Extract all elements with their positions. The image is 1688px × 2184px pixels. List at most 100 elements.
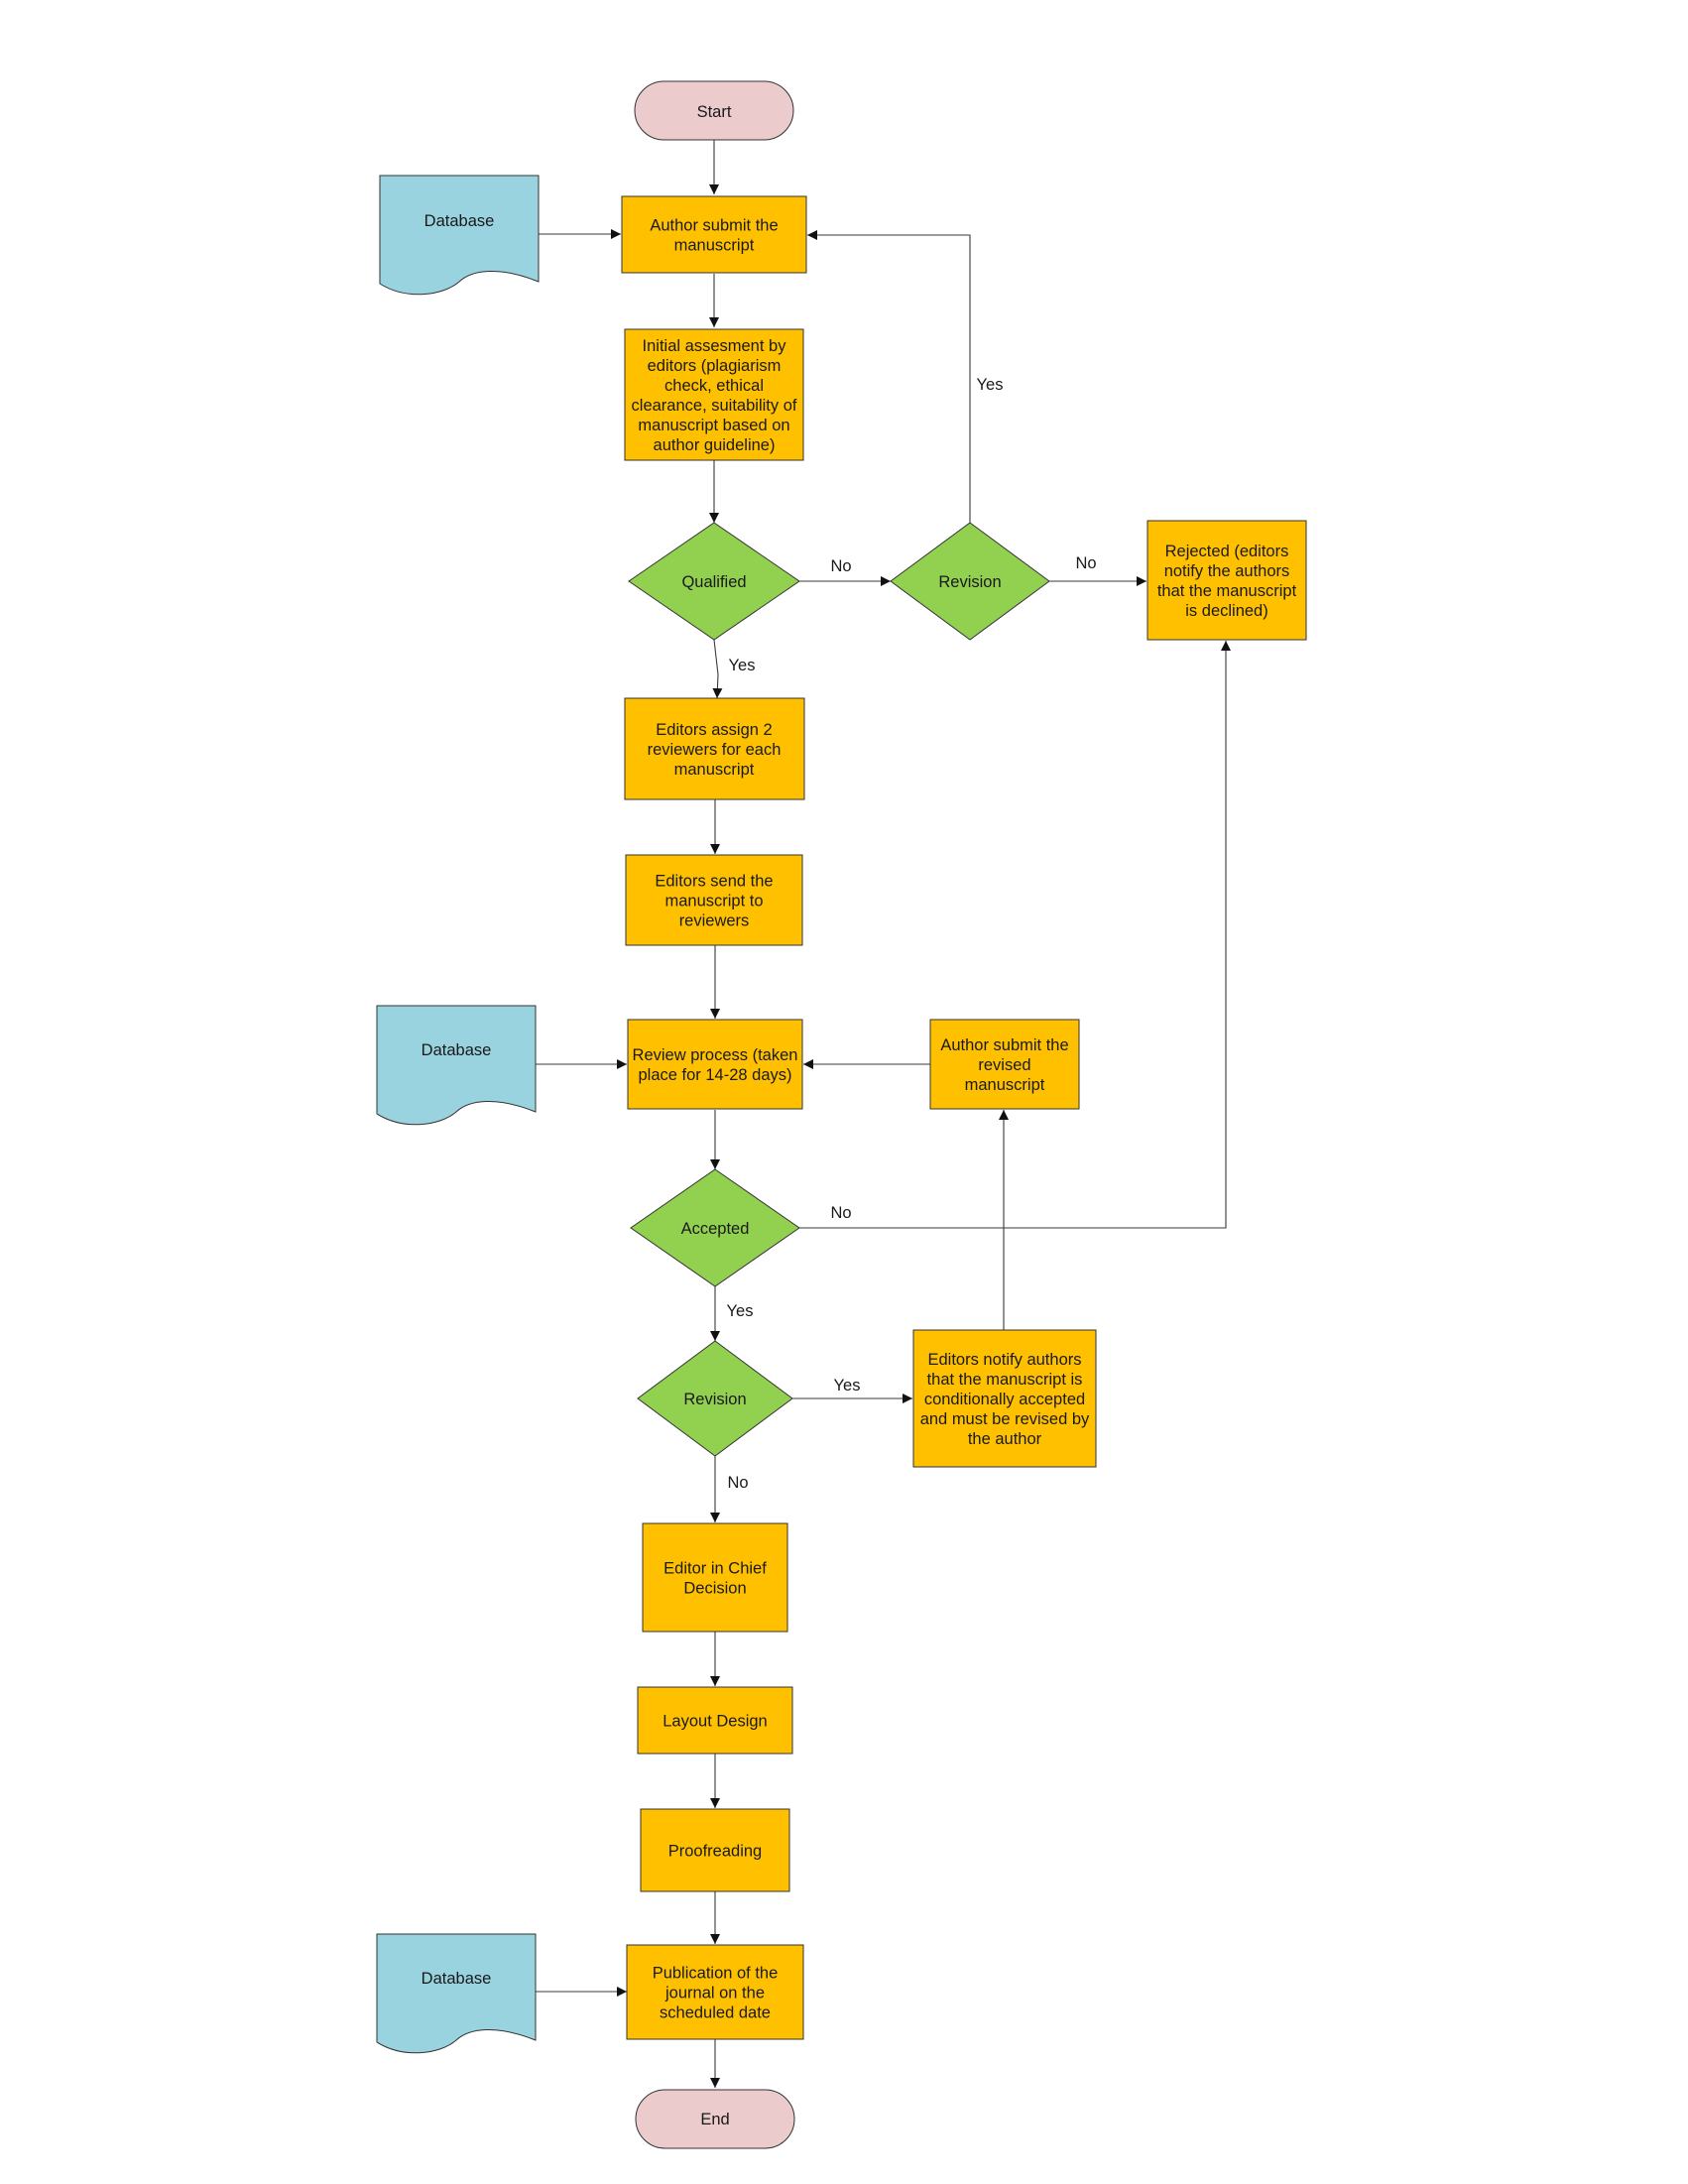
process-shape [640, 1808, 790, 1892]
node-revision-top: Revision [890, 522, 1050, 641]
node-assign-label: Editors assign 2 reviewers for each manusc… [648, 721, 782, 779]
label-line: that the manuscript is [927, 1371, 1083, 1389]
node-start-label: Start [697, 103, 732, 121]
label-line: that the manuscript [1157, 582, 1297, 600]
decision-shape [628, 522, 800, 641]
node-qualified-label: Qualified [681, 573, 746, 591]
node-proof: Proofreading [640, 1808, 790, 1892]
node-qualified: Qualified [628, 522, 800, 641]
label-line: manuscript based on [638, 417, 789, 434]
edge-qualified-to-assign [712, 639, 723, 699]
node-send: Editors send the manuscript to reviewers [625, 854, 803, 946]
label-line: manuscript [674, 761, 755, 779]
label-line: notify the authors [1164, 562, 1290, 580]
label-line: author guideline) [654, 436, 776, 454]
node-db1-label: Database [424, 212, 495, 230]
node-layout: Layout Design [637, 1686, 793, 1755]
edge-label-qualified-no: No [830, 557, 851, 575]
process-shape [929, 1019, 1080, 1110]
label-line: check, ethical [664, 377, 764, 395]
node-start: Start [634, 80, 794, 141]
node-db2: Database [376, 1005, 537, 1126]
database-shape [379, 175, 540, 296]
label-line: is declined) [1185, 602, 1267, 620]
label-line: Editors assign 2 [656, 721, 772, 739]
decision-shape [637, 1340, 793, 1457]
edge-label-revision-bottom-yes: Yes [834, 1377, 861, 1395]
node-send-label: Editors send the manuscript to reviewers [655, 873, 773, 930]
process-shape [621, 195, 807, 274]
label-line: reviewers for each [648, 741, 782, 759]
label-line: reviewers [679, 912, 750, 930]
label-line: Initial assesment by [643, 337, 787, 355]
label-line: Review process (taken [633, 1046, 798, 1064]
terminal-shape [634, 80, 794, 141]
process-shape [1146, 520, 1307, 641]
edge-revision-top-to-submit [807, 230, 971, 523]
node-db3-label: Database [422, 1970, 492, 1988]
node-publication: Publication of the journal on the schedule… [626, 1944, 804, 2040]
database-shape [376, 1933, 537, 2054]
label-line: revised [978, 1056, 1030, 1074]
node-resubmit-label: Author submit the revised manuscript [940, 1036, 1068, 1094]
label-line: scheduled date [660, 2004, 771, 2022]
process-shape [912, 1329, 1097, 1468]
edge-label-accepted-no: No [830, 1204, 851, 1222]
node-accepted: Accepted [630, 1168, 800, 1287]
label-line: editors (plagiarism [648, 357, 782, 375]
nodes: Start Database Database Database Author … [376, 80, 1307, 2149]
node-db2-label: Database [422, 1041, 492, 1059]
label-line: Editors send the [655, 873, 773, 891]
node-publication-label: Publication of the journal on the schedule… [653, 1965, 779, 2022]
label-line: Publication of the [653, 1965, 779, 1983]
node-db3: Database [376, 1933, 537, 2054]
edge-label-revision-top-no: No [1075, 554, 1096, 572]
label-line: Editors notify authors [928, 1351, 1082, 1369]
process-shape [624, 328, 804, 461]
process-shape [626, 1944, 804, 2040]
node-end: End [635, 2089, 795, 2149]
terminal-shape [635, 2089, 795, 2149]
edge-labels: No Yes Yes No No Yes Yes No [727, 376, 1097, 1492]
node-review: Review process (taken place for 14-28 day… [627, 1019, 803, 1110]
node-proof-label: Proofreading [668, 1843, 762, 1861]
label-line: manuscript [674, 237, 755, 255]
node-revision-bottom: Revision [637, 1340, 793, 1457]
label-line: Author submit the [940, 1036, 1068, 1054]
node-resubmit: Author submit the revised manuscript [929, 1019, 1080, 1110]
node-review-label: Review process (taken place for 14-28 day… [633, 1046, 798, 1084]
label-line: manuscript to [664, 893, 763, 910]
process-shape [625, 854, 803, 946]
node-notify: Editors notify authors that the manuscrip… [912, 1329, 1097, 1468]
node-revision-top-label: Revision [938, 573, 1001, 591]
process-shape [642, 1522, 788, 1633]
node-notify-label: Editors notify authors that the manuscrip… [920, 1351, 1090, 1448]
node-initial: Initial assesment by editors (plagiarism c… [624, 328, 804, 461]
node-accepted-label: Accepted [681, 1220, 750, 1238]
node-initial-label: Initial assesment by editors (plagiarism c… [632, 337, 797, 454]
edge-label-revision-bottom-no: No [727, 1474, 748, 1492]
node-db1: Database [379, 175, 540, 296]
label-line: and must be revised by [920, 1410, 1090, 1428]
label-line: Proofreading [668, 1843, 762, 1861]
label-line: journal on the [664, 1985, 765, 2002]
decision-shape [890, 522, 1050, 641]
node-assign: Editors assign 2 reviewers for each manusc… [624, 697, 805, 800]
label-line: place for 14-28 days) [638, 1066, 791, 1084]
edge-accepted-to-rejected [799, 641, 1231, 1229]
label-line: conditionally accepted [924, 1391, 1085, 1408]
process-shape [627, 1019, 803, 1110]
node-end-label: End [700, 2111, 729, 2128]
edge-label-accepted-yes: Yes [727, 1302, 754, 1320]
node-revision-bottom-label: Revision [683, 1391, 746, 1408]
decision-shape [630, 1168, 800, 1287]
label-line: manuscript [965, 1076, 1045, 1094]
label-line: Editor in Chief [663, 1560, 767, 1578]
edges [536, 140, 1231, 2088]
